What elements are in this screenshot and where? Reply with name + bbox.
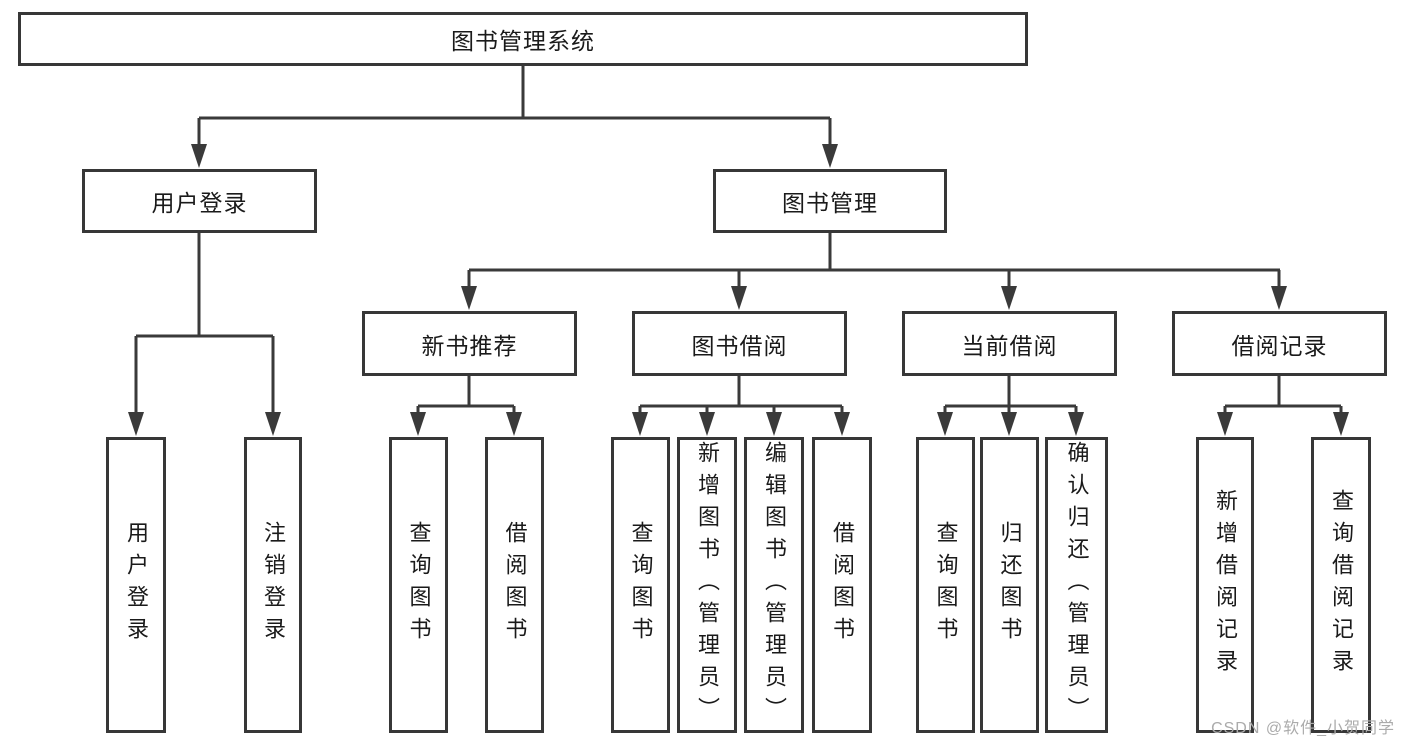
node-root-label: 图书管理系统 [451,28,595,54]
leaf-edit-books-admin-label: 编辑图书（管理员） [762,441,787,729]
arrow-down-icon [699,412,715,436]
arrow-down-icon [410,412,426,436]
node-current-borrow: 当前借阅 [902,311,1117,376]
node-new-book-recommend: 新书推荐 [362,311,577,376]
leaf-add-borrow-record-label: 新增借阅记录 [1213,489,1238,681]
arrow-down-icon [1271,286,1287,310]
arrow-down-icon [822,144,838,168]
leaf-logout: 注销登录 [244,437,302,733]
leaf-borrow-books-2-label: 借阅图书 [830,521,855,649]
arrow-down-icon [128,412,144,436]
leaf-borrow-books-2: 借阅图书 [812,437,872,733]
leaf-query-books-2-label: 查询图书 [628,521,654,649]
leaf-borrow-books-1-label: 借阅图书 [502,521,528,649]
leaf-user-login: 用户登录 [106,437,166,733]
node-new-book-recommend-label: 新书推荐 [421,332,518,359]
arrow-down-icon [1001,412,1017,436]
node-borrow-records: 借阅记录 [1172,311,1387,376]
leaf-query-borrow-record: 查询借阅记录 [1311,437,1371,733]
arrow-down-icon [632,412,648,436]
arrow-down-icon [1068,412,1084,436]
arrow-down-icon [1001,286,1017,310]
node-book-borrow: 图书借阅 [632,311,847,376]
watermark-text: CSDN @软件_小贺同学 [1211,720,1395,737]
leaf-query-books-2: 查询图书 [611,437,670,733]
node-current-borrow-label: 当前借阅 [961,332,1058,359]
arrow-down-icon [1217,412,1233,436]
leaf-add-borrow-record: 新增借阅记录 [1196,437,1254,733]
leaf-return-books: 归还图书 [980,437,1039,733]
node-book-management: 图书管理 [713,169,947,233]
leaf-confirm-return-admin-label: 确认归还（管理员） [1064,441,1090,729]
leaf-add-books-admin-label: 新增图书（管理员） [695,441,720,729]
leaf-query-books-3-label: 查询图书 [933,521,959,649]
node-book-management-label: 图书管理 [782,190,878,216]
arrow-down-icon [461,286,477,310]
leaf-add-books-admin: 新增图书（管理员） [677,437,737,733]
arrow-down-icon [937,412,953,436]
node-root: 图书管理系统 [18,12,1028,66]
arrow-down-icon [506,412,522,436]
node-book-borrow-label: 图书借阅 [691,332,788,359]
arrow-down-icon [834,412,850,436]
node-user-login: 用户登录 [82,169,317,233]
arrow-down-icon [731,286,747,310]
leaf-edit-books-admin: 编辑图书（管理员） [744,437,804,733]
node-user-login-label: 用户登录 [151,190,248,216]
leaf-confirm-return-admin: 确认归还（管理员） [1045,437,1108,733]
leaf-query-books-3: 查询图书 [916,437,975,733]
tree-connector-path [136,66,1341,408]
arrow-down-icon [766,412,782,436]
arrow-down-icon [265,412,281,436]
arrowheads-group [128,118,1349,436]
leaf-query-books-1-label: 查询图书 [406,521,432,649]
leaf-logout-label: 注销登录 [261,521,286,649]
leaf-borrow-books-1: 借阅图书 [485,437,544,733]
arrow-down-icon [1333,412,1349,436]
arrow-down-icon [191,144,207,168]
node-borrow-records-label: 借阅记录 [1231,332,1328,359]
leaf-query-borrow-record-label: 查询借阅记录 [1329,489,1354,681]
leaf-return-books-label: 归还图书 [997,521,1023,649]
leaf-user-login-label: 用户登录 [124,521,149,649]
leaf-query-books-1: 查询图书 [389,437,448,733]
